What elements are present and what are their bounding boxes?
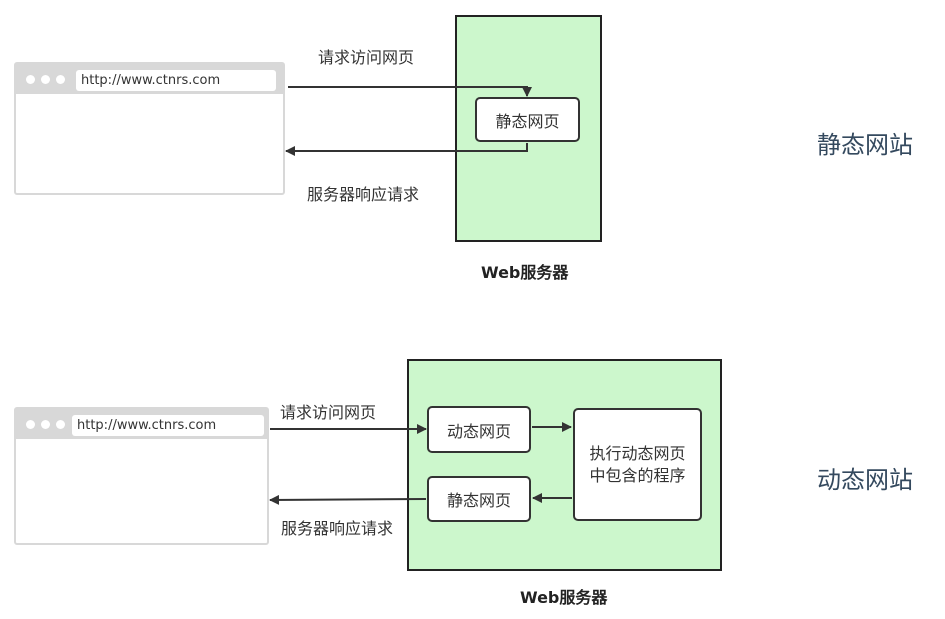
dynamic-site-title: 动态网站: [817, 466, 913, 494]
window-dot-icon: [41, 420, 50, 429]
response-label: 服务器响应请求: [307, 185, 420, 204]
window-dot-icon: [26, 420, 35, 429]
address-bar: http://www.ctnrs.com: [76, 70, 276, 91]
program-execution-node: 执行动态网页 中包含的程序: [573, 408, 702, 521]
server-label: Web服务器: [520, 588, 608, 607]
response-label: 服务器响应请求: [281, 519, 394, 538]
static-page-node: 静态网页: [475, 97, 580, 142]
static-browser-window: http://www.ctnrs.com: [14, 62, 285, 195]
program-line-2: 中包含的程序: [589, 465, 686, 485]
dynamic-page-node: 动态网页: [427, 406, 531, 453]
window-dot-icon: [41, 75, 50, 84]
window-dot-icon: [56, 75, 65, 84]
dynamic-browser-window: http://www.ctnrs.com: [14, 407, 269, 545]
address-bar: http://www.ctnrs.com: [72, 415, 264, 436]
static-site-title: 静态网站: [817, 131, 913, 159]
browser-title-bar: http://www.ctnrs.com: [16, 64, 283, 94]
browser-title-bar: http://www.ctnrs.com: [16, 409, 267, 439]
window-dot-icon: [56, 420, 65, 429]
request-label: 请求访问网页: [318, 48, 415, 67]
server-label: Web服务器: [481, 263, 569, 282]
program-line-1: 执行动态网页: [589, 443, 686, 463]
static-page-node: 静态网页: [427, 476, 531, 522]
dynamic-response-arrow: [269, 494, 427, 505]
static-response-arrow: [285, 143, 528, 156]
static-request-arrow: [288, 86, 532, 97]
request-label: 请求访问网页: [280, 403, 377, 422]
window-dot-icon: [26, 75, 35, 84]
